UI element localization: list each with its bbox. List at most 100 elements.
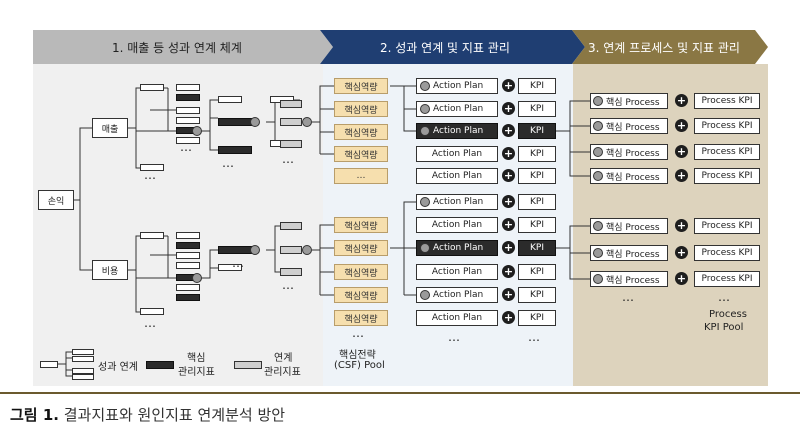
ellipsis: … (718, 290, 731, 304)
kpi-box-core: KPI (518, 123, 556, 139)
action-plan: Action Plan (416, 287, 498, 303)
process-item: 핵심 Process (590, 218, 668, 234)
plus-icon: + (502, 102, 515, 115)
plus-icon: + (675, 272, 688, 285)
cost-link-dot (192, 273, 202, 283)
process-pool-label-1: Process (709, 309, 747, 320)
cost-node (176, 262, 200, 269)
process-item: 핵심 Process (590, 168, 668, 184)
process-kpi: Process KPI (694, 144, 760, 160)
ellipsis: … (232, 256, 245, 270)
action-plan-label: Action Plan (433, 197, 484, 207)
csf-item: 핵심역량 (334, 146, 388, 162)
plus-icon: + (675, 246, 688, 259)
plus-icon: + (675, 94, 688, 107)
cost-core-node (176, 294, 200, 301)
caption-rule (0, 392, 800, 394)
legend-core-label-2: 관리지표 (178, 367, 215, 378)
csf-item: 핵심역량 (334, 217, 388, 233)
process-kpi: Process KPI (694, 218, 760, 234)
action-plan: Action Plan (416, 264, 498, 280)
action-plan: Action Plan (416, 310, 498, 326)
process-item: 핵심 Process (590, 144, 668, 160)
cost-node (140, 308, 164, 315)
revenue-link-dot (302, 117, 312, 127)
process-kpi: Process KPI (694, 245, 760, 261)
plus-icon: + (502, 169, 515, 182)
legend-core-swatch (146, 361, 174, 369)
legend-linked-swatch (234, 361, 262, 369)
csf-item: 핵심역량 (334, 78, 388, 94)
cost-core-node (176, 242, 200, 249)
cost-core-node (218, 246, 252, 254)
revenue-node (176, 137, 200, 144)
csf-item: 핵심역량 (334, 287, 388, 303)
step1-arrow (33, 30, 333, 64)
plus-icon: + (502, 288, 515, 301)
csf-item: 핵심역량 (334, 310, 388, 326)
revenue-node (218, 96, 242, 103)
kpi-box-core: KPI (518, 240, 556, 256)
action-plan-label: Action Plan (433, 104, 484, 114)
revenue-core-node (218, 118, 252, 126)
step3-label: 3. 연계 프로세스 및 지표 관리 (588, 41, 740, 55)
caption-label: 그림 1. (10, 406, 59, 424)
ellipsis: … (180, 140, 193, 154)
cost-node (218, 264, 242, 271)
kpi-box: KPI (518, 78, 556, 94)
revenue-node (140, 164, 164, 171)
kpi-box: KPI (518, 194, 556, 210)
legend-link-box (72, 356, 94, 362)
cost-link-dot (250, 245, 260, 255)
process-dot (593, 274, 603, 284)
process-kpi: Process KPI (694, 93, 760, 109)
revenue-linked-node (280, 140, 302, 148)
step-header-arrows (33, 30, 768, 64)
legend-core-label-1: 핵심 (187, 353, 206, 364)
ellipsis: … (352, 326, 365, 340)
csf-item: 핵심역량 (334, 124, 388, 140)
ellipsis: … (622, 290, 635, 304)
action-plan-core: Action Plan (416, 240, 498, 256)
process-dot (593, 171, 603, 181)
revenue-linked-node (280, 100, 302, 108)
plus-icon: + (502, 265, 515, 278)
plus-icon: + (675, 145, 688, 158)
kpi-box: KPI (518, 264, 556, 280)
process-label: 핵심 Process (606, 172, 660, 183)
csf-item: 핵심역량 (334, 240, 388, 256)
cost-node (176, 232, 200, 239)
action-plan-dot (420, 104, 430, 114)
revenue-node (176, 117, 200, 124)
ellipsis: … (448, 330, 461, 344)
action-plan-label: Action Plan (433, 243, 484, 253)
action-plan: Action Plan (416, 168, 498, 184)
plus-icon: + (675, 219, 688, 232)
process-pool-label-2: KPI Pool (704, 322, 744, 333)
process-item: 핵심 Process (590, 271, 668, 287)
action-plan: Action Plan (416, 217, 498, 233)
action-plan-dot (420, 81, 430, 91)
ellipsis: … (144, 168, 157, 182)
revenue-core-node (218, 146, 252, 154)
plus-icon: + (502, 147, 515, 160)
legend-linked-label-1: 연계 (274, 353, 293, 364)
action-plan-dot (420, 126, 430, 136)
cost-linked-node (280, 246, 302, 254)
cost-node (140, 232, 164, 239)
ellipsis: … (222, 156, 235, 170)
plus-icon: + (502, 311, 515, 324)
process-dot (593, 147, 603, 157)
process-label: 핵심 Process (606, 249, 660, 260)
plus-icon: + (502, 241, 515, 254)
ellipsis: … (144, 316, 157, 330)
action-plan-dot (420, 290, 430, 300)
legend-link-label: 성과 연계 (98, 362, 138, 373)
step3-arrow (572, 30, 768, 64)
csf-pool-label-1: 핵심전략 (339, 350, 376, 361)
process-kpi: Process KPI (694, 168, 760, 184)
action-plan: Action Plan (416, 78, 498, 94)
cost-node (176, 284, 200, 291)
caption-text: 결과지표와 원인지표 연계분석 방안 (63, 406, 286, 424)
action-plan: Action Plan (416, 194, 498, 210)
